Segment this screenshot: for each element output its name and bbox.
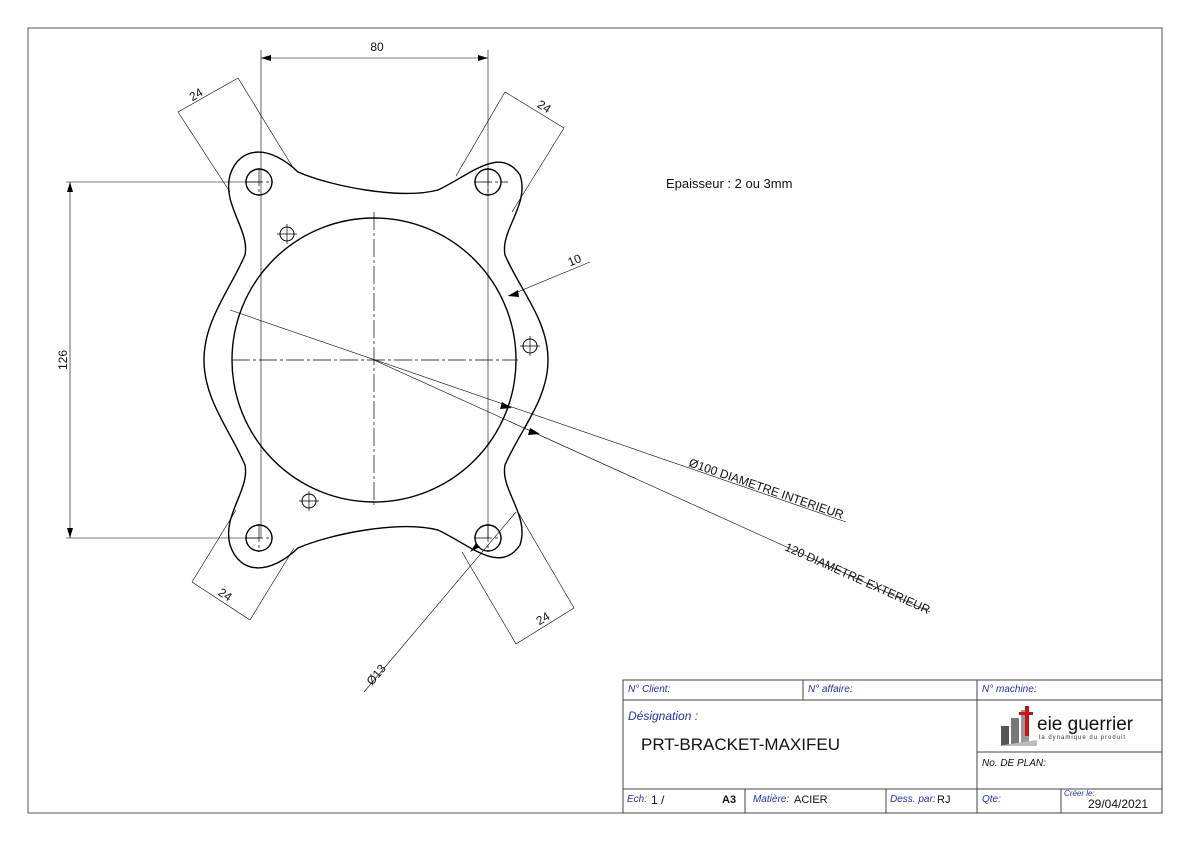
designation-label: Désignation : [628,709,699,723]
designation-value: PRT-BRACKET-MAXIFEU [641,735,840,754]
client-label: N° Client: [628,684,671,695]
format-value: A3 [722,794,737,806]
plan-label: No. DE PLAN: [982,758,1046,769]
drawn-value: RJ [937,794,951,806]
title-block-grid [622,679,1163,814]
dim-inner-diameter: Ø100 DIAMETRE INTERIEUR [687,456,846,522]
material-label: Matière: [753,794,790,805]
dim-ear-bottom-right: 24 [534,609,553,628]
dim-ear-top-right: 24 [535,97,554,116]
dim-ear-top-left: 24 [187,85,206,104]
logo-text: eie guerrier [1037,714,1134,735]
thickness-note: Epaisseur : 2 ou 3mm [666,176,793,191]
dimension-arrows [67,55,540,552]
dimension-lines [66,50,931,693]
drawn-label: Dess. par: [890,794,936,805]
scale-label: Ech: [627,794,648,805]
center-lines [232,168,540,552]
dim-outer-diameter: 120 DIAMETRE EXTERIEUR [783,540,933,617]
machine-label: N° machine: [982,684,1037,695]
company-logo: eie guerrier la dynamique du produit [997,704,1149,750]
logo-mark-icon [997,706,1037,746]
qty-label: Qte: [982,794,1001,805]
dim-width-top: 80 [370,40,384,54]
sheet-border [27,27,1163,814]
logo-tagline: la dynamique du produit [1039,735,1127,741]
dim-height: 126 [56,350,70,370]
material-value: ACIER [794,794,828,806]
dimension-texts: 80 126 24 24 24 24 10 Ø100 DIAMETRE INTE… [56,40,933,688]
scale-value: 1 / [651,793,665,807]
dim-ear-bottom-left: 24 [216,585,235,604]
created-value: 29/04/2021 [1088,797,1149,811]
dim-hole-diameter: Ø13 [364,661,390,688]
created-label: Créer le: [1064,789,1095,798]
dim-rim: 10 [566,251,584,269]
affaire-label: N° affaire: [808,684,853,695]
